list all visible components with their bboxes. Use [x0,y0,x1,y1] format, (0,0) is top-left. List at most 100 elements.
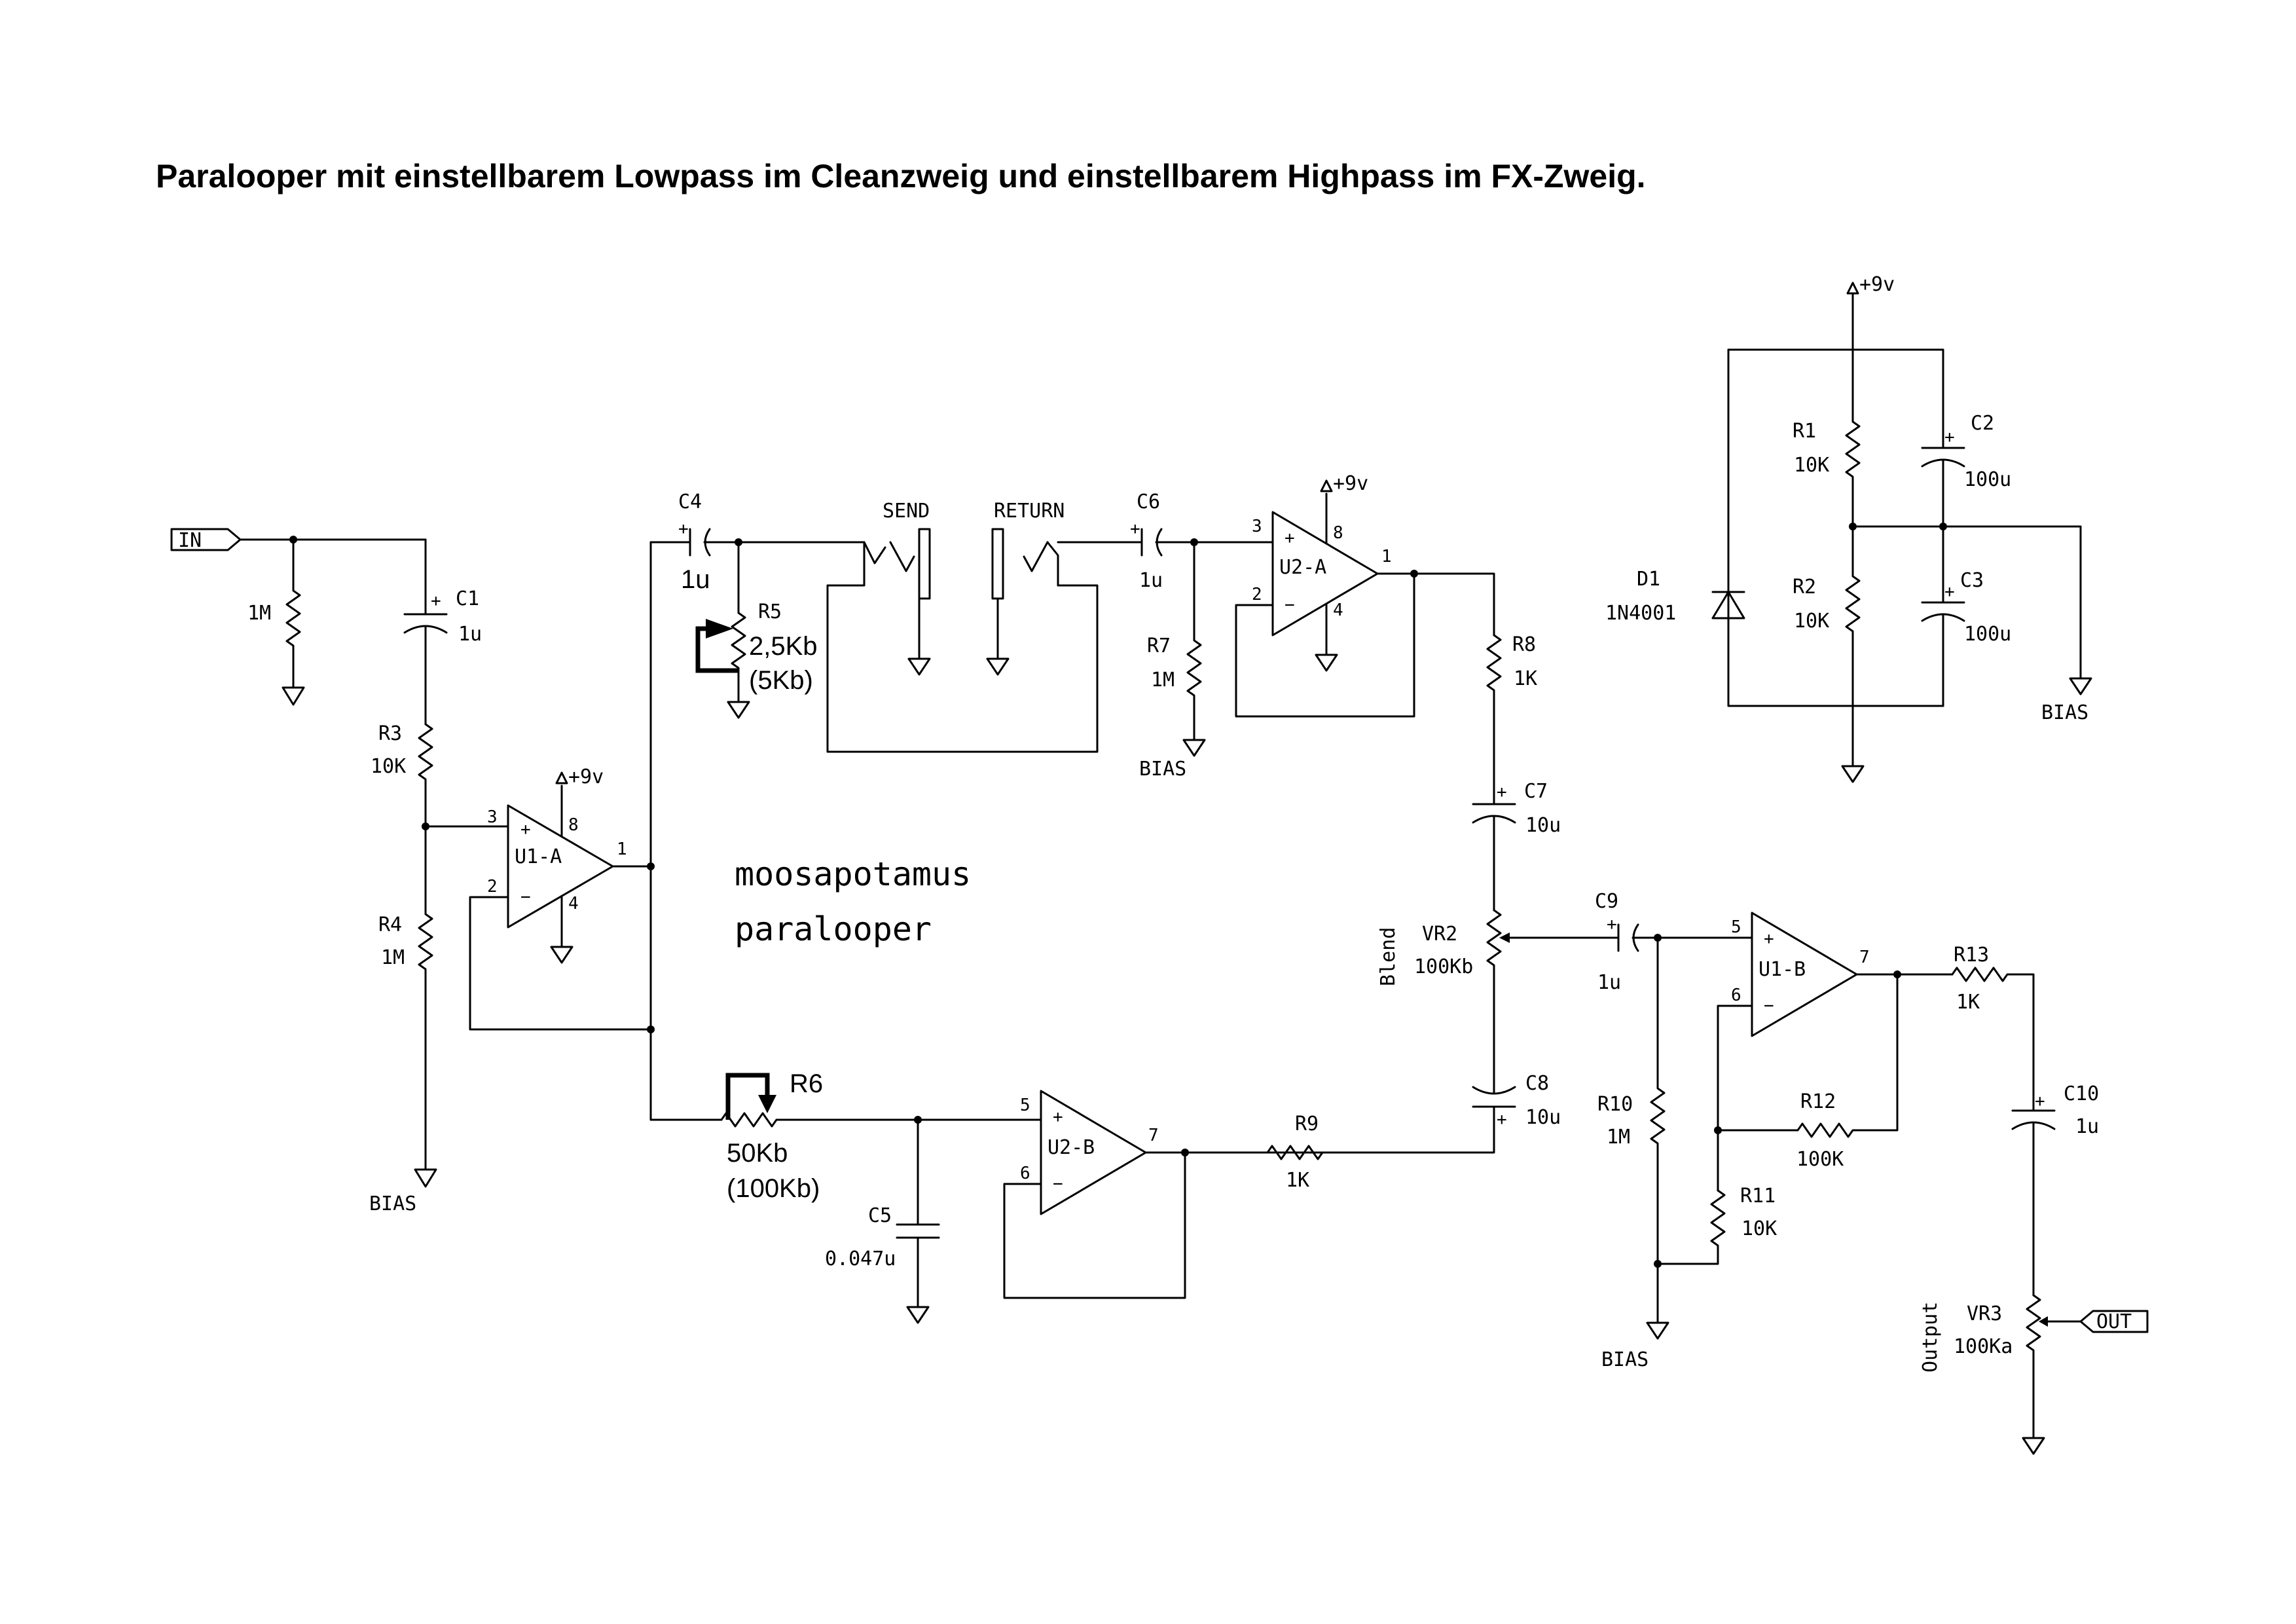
svg-text:100Kb: 100Kb [1414,955,1473,978]
brand-name: moosapotamus [735,855,971,893]
ground-icon [282,686,305,706]
svg-text:C4: C4 [678,490,702,513]
capacitor-c2: + C2 100u [1921,348,2011,528]
capacitor-c1: + C1 1u [403,538,482,726]
svg-text:U1-A: U1-A [515,845,562,868]
svg-text:+: + [1130,519,1140,539]
svg-text:+: + [1944,428,1955,447]
svg-text:RETURN: RETURN [994,500,1065,523]
resistor-r10: R10 1M [1597,936,1666,1324]
svg-text:5: 5 [1731,917,1741,937]
svg-text:4: 4 [1333,600,1343,620]
svg-text:R4: R4 [378,913,402,936]
resistor-r2: R2 10K [1793,525,1861,767]
svg-text:R9: R9 [1295,1113,1319,1135]
svg-text:+9v: +9v [568,766,604,788]
svg-text:+: + [2035,1092,2045,1111]
svg-text:(5Kb): (5Kb) [749,666,813,695]
resistor-r4: R4 1M [378,825,433,1171]
bias-label-output: BIAS [1601,1348,1649,1371]
svg-text:1M: 1M [381,946,405,969]
svg-text:1K: 1K [1286,1169,1309,1192]
resistor-r11: R11 10K [1656,1185,1777,1265]
svg-text:100u: 100u [1964,468,2011,491]
svg-text:+: + [520,820,531,840]
potentiometer-vr2: VR2 100Kb Blend [1377,909,1599,1082]
opamp-u2b: + − U2-B 5 6 7 [1020,1090,1159,1215]
supply-9v-icon: +9v [555,766,604,788]
svg-text:Output: Output [1919,1302,1942,1373]
svg-text:2,5Kb: 2,5Kb [749,632,818,661]
svg-text:10u: 10u [1525,1106,1561,1129]
svg-text:U1-B: U1-B [1758,958,1806,981]
svg-text:100K: 100K [1796,1148,1844,1171]
svg-text:1K: 1K [1514,667,1537,690]
svg-text:100Ka: 100Ka [1954,1335,2013,1358]
svg-text:R10: R10 [1597,1093,1633,1116]
svg-text:+: + [1053,1107,1063,1127]
svg-text:U2-B: U2-B [1048,1136,1095,1159]
svg-text:Blend: Blend [1377,927,1400,986]
svg-text:C6: C6 [1137,490,1160,513]
svg-text:R8: R8 [1512,633,1536,656]
resistor-r-in: 1M [247,538,301,689]
svg-text:IN: IN [178,529,202,552]
brand-product: paralooper [735,910,932,948]
svg-text:7: 7 [1148,1126,1159,1145]
svg-text:+9v: +9v [1859,273,1895,296]
svg-text:R13: R13 [1954,944,1989,967]
svg-text:−: − [1764,996,1774,1016]
resistor-r9: R9 1K [1266,1113,1324,1192]
bias-ground-icon: BIAS [369,1168,437,1215]
svg-text:1u: 1u [458,623,482,646]
svg-text:50Kb: 50Kb [727,1139,788,1168]
svg-text:6: 6 [1731,986,1741,1005]
svg-text:+: + [431,591,441,611]
svg-text:−: − [1285,595,1295,615]
svg-text:+: + [1497,1110,1507,1130]
svg-text:0.047u: 0.047u [825,1247,896,1270]
svg-text:+: + [1764,929,1774,949]
svg-text:R12: R12 [1800,1090,1836,1113]
svg-text:VR2: VR2 [1422,923,1457,946]
resistor-r12: R12 100K [1717,973,1899,1171]
svg-text:R1: R1 [1793,420,1816,443]
svg-text:1: 1 [1381,547,1392,566]
diode-d1: D1 1N4001 [1605,568,1745,625]
svg-text:3: 3 [1252,517,1262,536]
svg-text:R7: R7 [1147,635,1171,657]
svg-text:10K: 10K [371,755,406,778]
svg-text:C5: C5 [868,1204,892,1227]
capacitor-c8: + C8 10u [1184,1072,1561,1154]
svg-text:10K: 10K [1741,1217,1777,1240]
svg-text:1N4001: 1N4001 [1605,602,1676,625]
svg-text:5: 5 [1020,1096,1030,1115]
capacitor-c9: + C9 1u [1595,890,1639,994]
bias-label-supply: BIAS [2041,701,2088,724]
svg-text:+9v: +9v [1333,472,1368,495]
svg-text:1K: 1K [1956,991,1980,1014]
svg-text:R11: R11 [1740,1185,1776,1208]
capacitor-c3: + C3 100u [1921,525,2011,707]
svg-text:8: 8 [1333,523,1343,543]
svg-text:R5: R5 [758,600,782,623]
svg-text:7: 7 [1859,948,1870,967]
svg-text:C9: C9 [1595,890,1618,913]
opamp-u1a: + − U1-A 3 2 1 8 4 [487,804,627,929]
svg-text:100u: 100u [1964,623,2011,646]
resistor-r8: R8 1K [1486,633,1537,799]
svg-text:R3: R3 [378,722,402,745]
svg-text:R2: R2 [1793,576,1816,599]
svg-text:(100Kb): (100Kb) [727,1174,820,1203]
svg-text:1u: 1u [2075,1115,2099,1138]
svg-text:C7: C7 [1524,780,1548,803]
opamp-u1b: + − U1-B 5 6 7 [1731,912,1870,1037]
capacitor-c10: + C10 1u [2011,1082,2099,1297]
svg-text:C3: C3 [1960,569,1984,592]
send-jack: SEND [863,500,931,676]
potentiometer-r5: R5 2,5Kb (5Kb) [695,541,818,702]
capacitor-c7: + C7 10u [1472,780,1561,912]
page-title: Paralooper mit einstellbarem Lowpass im … [156,158,1646,194]
output-port: OUT [2079,1310,2149,1333]
svg-text:−: − [1053,1174,1063,1194]
